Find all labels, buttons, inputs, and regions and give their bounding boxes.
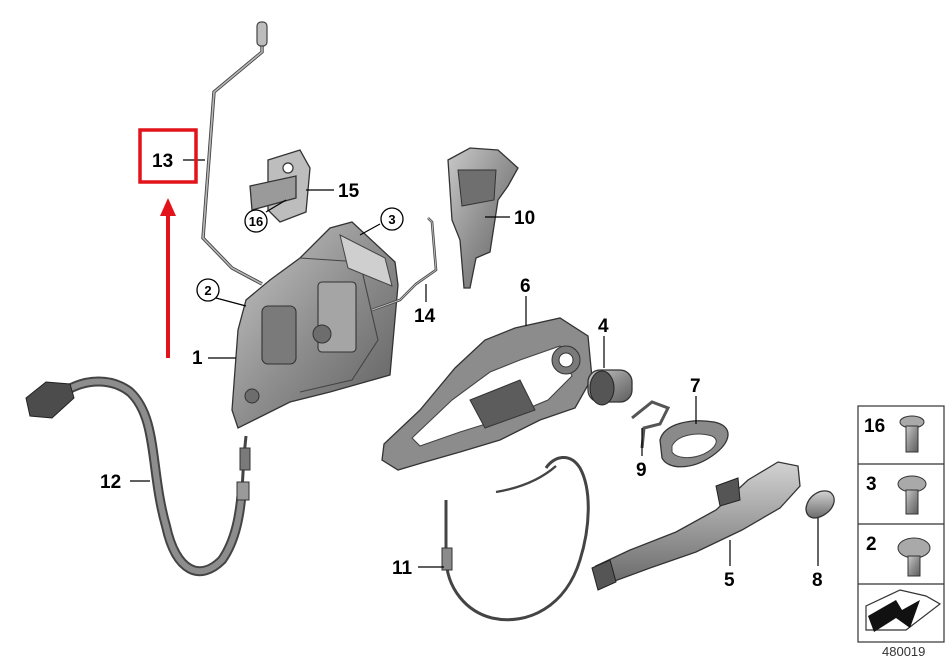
callout-11: 11	[392, 558, 413, 579]
part-11-cable	[441, 456, 590, 622]
part-9-clip	[631, 400, 671, 449]
part-8-cap	[805, 490, 835, 519]
part-4-lock-cylinder	[587, 369, 633, 406]
callout-10: 10	[514, 208, 535, 229]
part-1-door-lock	[231, 221, 399, 429]
screw-icon	[899, 415, 925, 453]
fastener-legend: 16 3 2	[857, 405, 945, 643]
pan-head-screw-icon	[897, 537, 931, 577]
callout-1: 1	[192, 348, 203, 369]
callout-8: 8	[812, 570, 823, 591]
callout-12: 12	[100, 472, 121, 493]
callout-labels: 13 15 10 14 6 4 1 7 9 12 11 5 8	[100, 151, 823, 591]
callout-6: 6	[520, 276, 531, 297]
reference-number: 480019	[882, 644, 925, 659]
highlight-box	[138, 128, 198, 184]
legend-item-16: 16	[864, 416, 885, 437]
callout-14: 14	[414, 306, 436, 327]
part-10-holder	[447, 147, 519, 289]
circled-callouts: 16 3 2	[196, 207, 404, 302]
legend-item-3: 3	[866, 474, 877, 495]
callout-2: 2	[204, 283, 211, 298]
arrow-head-icon	[160, 198, 176, 216]
leader-lines	[130, 159, 819, 568]
part-13-rod	[201, 21, 268, 286]
part-7-gasket	[659, 420, 729, 468]
callout-15: 15	[338, 181, 360, 202]
flange-screw-icon	[897, 475, 927, 515]
highlight-annotation	[138, 128, 198, 358]
callout-3: 3	[388, 212, 395, 227]
part-5-door-handle	[591, 461, 801, 591]
part-14-rod	[371, 217, 438, 312]
callout-16: 16	[249, 214, 263, 229]
callout-9: 9	[636, 460, 647, 481]
callout-7: 7	[690, 376, 701, 397]
callout-5: 5	[724, 570, 735, 591]
callout-13: 13	[152, 151, 173, 172]
direction-arrow-icon	[865, 589, 942, 632]
callout-4: 4	[598, 316, 609, 337]
part-6-handle-carrier	[381, 317, 593, 471]
part-12-cable	[25, 376, 251, 577]
legend-item-2: 2	[866, 534, 877, 555]
